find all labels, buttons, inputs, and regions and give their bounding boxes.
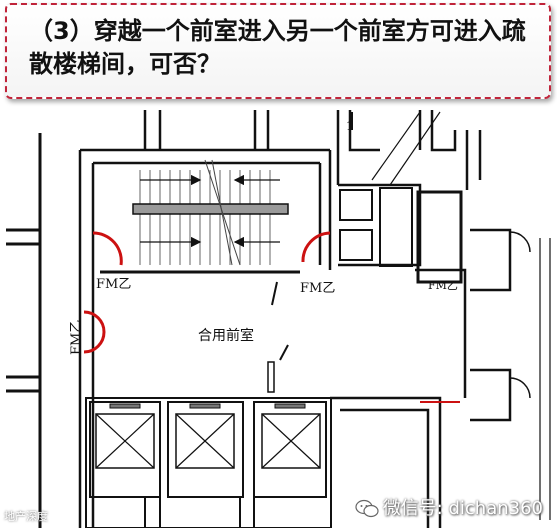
elevator-car-2: [175, 413, 235, 469]
stairwell: [100, 159, 300, 274]
wechat-icon: [355, 499, 379, 518]
fire-door-vertical: [83, 310, 106, 354]
service-shafts: [339, 112, 463, 284]
fire-door-left: [92, 231, 123, 266]
title-line-1: （3）穿越一个前室进入另一个前室方可进入疏: [29, 17, 526, 45]
right-walls: [330, 228, 551, 528]
door-label-far-right: FM乙: [428, 279, 458, 292]
title-text: （3）穿越一个前室进入另一个前室方可进入疏 散楼梯间，可否？: [29, 15, 539, 81]
title-box: （3）穿越一个前室进入另一个前室方可进入疏 散楼梯间，可否？: [5, 3, 551, 99]
left-corridor-walls: [6, 133, 42, 528]
door-label-vertical: FM乙: [69, 320, 84, 355]
door-label-left: FM乙: [96, 277, 131, 292]
door-label-right: FM乙: [300, 281, 335, 296]
watermark-text: 微信号: dichan360: [382, 498, 543, 519]
elevator-car-3: [261, 413, 321, 469]
title-line-2: 散楼梯间，可否？: [29, 50, 221, 78]
stair-handrail: [132, 203, 289, 215]
elevator-bank: [85, 397, 332, 528]
outer-walls: [78, 110, 482, 528]
fire-doors: [83, 231, 331, 354]
fire-door-right: [301, 231, 331, 263]
room-label: 合用前室: [198, 327, 254, 344]
elevator-car-1: [95, 413, 155, 469]
stair-number: 1: [346, 119, 354, 133]
watermark-corner: 地产深度: [4, 510, 48, 523]
